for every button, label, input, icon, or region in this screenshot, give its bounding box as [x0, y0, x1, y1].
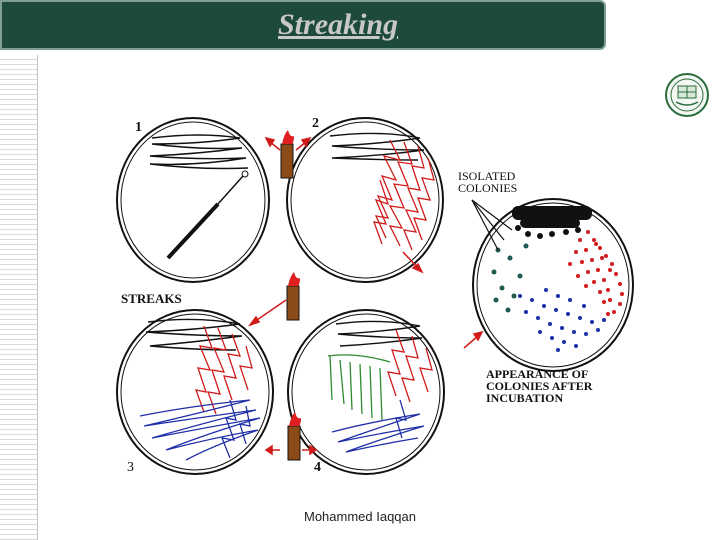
step-number-4: 4 [314, 460, 321, 475]
teal-colony-cluster [491, 243, 529, 313]
label-isolated-line-1: ISOLATED [458, 169, 516, 183]
label-isolated-colonies: ISOLATED COLONIES [458, 170, 517, 194]
streak-lines-black-2 [329, 132, 425, 161]
plate-3 [116, 309, 274, 475]
step-number-3: 3 [127, 460, 134, 475]
streak-lines-green-4 [327, 354, 391, 421]
isolated-colonies-pointers [471, 199, 513, 251]
streak-lines-red-4 [387, 329, 433, 403]
plate-1 [116, 117, 270, 283]
inoculating-loop-icon [166, 170, 249, 260]
label-appearance-line-3: INCUBATION [486, 391, 564, 405]
university-logo-icon [665, 73, 709, 117]
streak-lines-blue-4 [331, 399, 425, 453]
slide-title: Streaking [278, 8, 399, 41]
blue-colony-cluster [518, 288, 606, 352]
streak-lines-black-1 [149, 134, 249, 170]
bunsen-burner-icon-2 [286, 272, 300, 321]
streak-lines-red-2 [373, 139, 435, 251]
side-ruled-margin [0, 55, 38, 540]
incubated-plate [472, 198, 634, 372]
title-bar: Streaking [0, 0, 606, 50]
black-colony-cluster [512, 206, 592, 239]
label-appearance: APPEARANCE OF COLONIES AFTER INCUBATION [486, 368, 592, 404]
label-appearance-line-1: APPEARANCE OF [486, 367, 589, 381]
bunsen-burner-icon-1 [280, 130, 294, 179]
step-number-2: 2 [312, 116, 319, 131]
bunsen-burner-icon-3 [287, 412, 301, 461]
label-isolated-line-2: COLONIES [458, 181, 518, 195]
streak-lines-red-3 [194, 325, 253, 415]
footer-author: Mohammed Iaqqan [303, 509, 416, 524]
plate-4 [287, 309, 445, 475]
step-number-1: 1 [135, 120, 142, 135]
arrows [247, 136, 484, 456]
streak-lines-black-4 [335, 320, 423, 347]
label-appearance-line-2: COLONIES AFTER [486, 379, 593, 393]
plate-2 [286, 117, 444, 283]
streak-lines-black-3 [145, 318, 243, 351]
streak-lines-blue-3 [139, 399, 261, 461]
label-streaks: STREAKS [121, 291, 182, 306]
streaking-diagram [116, 117, 634, 475]
red-colony-cluster [568, 230, 624, 316]
